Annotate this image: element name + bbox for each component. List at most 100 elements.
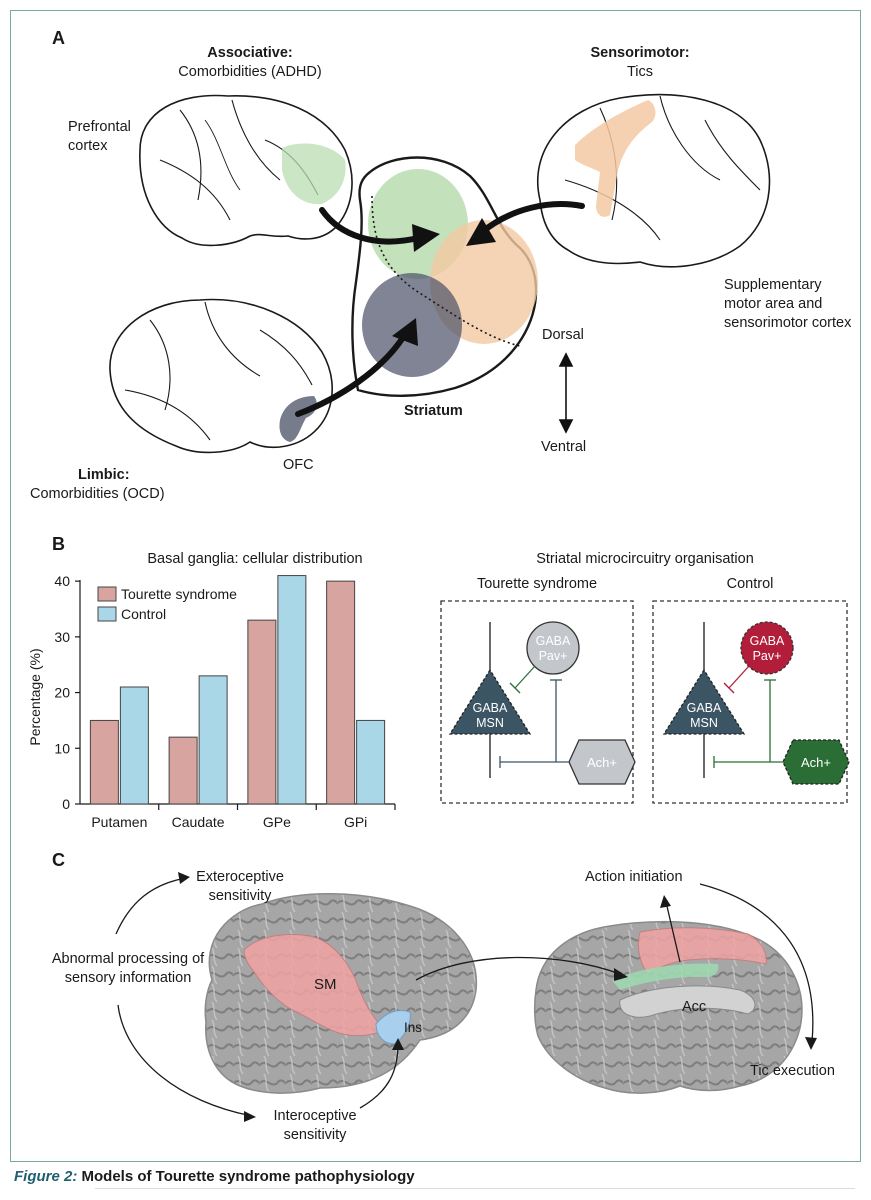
prefrontal-label-line2: cortex	[68, 138, 108, 154]
panel-b-label: B	[52, 534, 65, 554]
ts-msn-text-2: MSN	[476, 716, 504, 730]
ctrl-ach-text: Ach+	[801, 755, 831, 770]
ts-msn-triangle	[448, 668, 532, 735]
sensorimotor-region	[575, 100, 656, 217]
cut-off-text-line	[95, 1188, 855, 1197]
ts-msn-text-1: GABA	[473, 701, 508, 715]
bar-tourette-gpi	[326, 580, 356, 805]
legend-swatch-control	[97, 606, 117, 622]
ctrl-ach-hexagon	[782, 739, 850, 785]
interoceptive-line2: sensitivity	[283, 1127, 347, 1143]
supplementary-label-line2: motor area and	[724, 296, 823, 312]
abnormal-line2: sensory information	[64, 970, 192, 986]
microcircuit-control: GABA MSN GABA Pav+ Ach+	[652, 600, 850, 804]
associative-region	[282, 143, 346, 205]
panel-c-label: C	[52, 850, 65, 870]
sensory-loop-arrows	[115, 877, 814, 1117]
figure-caption: Figure 2: Models of Tourette syndrome pa…	[14, 1168, 415, 1185]
control-label: Control	[726, 576, 774, 592]
action-initiation-label: Action initiation	[585, 869, 683, 885]
panel-c-artwork	[115, 872, 817, 1122]
bar-tourette-caudate	[168, 736, 198, 805]
ts-pav-to-msn	[514, 665, 536, 689]
tourette-label: Tourette syndrome	[476, 576, 598, 592]
ctrl-msn-text-2: MSN	[690, 716, 718, 730]
corpus-callosum	[619, 985, 756, 1018]
ts-pav-circle	[526, 621, 580, 675]
panel-a-artwork	[109, 93, 771, 454]
bar-control-gpe	[277, 575, 307, 805]
y-axis-label: Percentage (%)	[27, 648, 43, 745]
sensorimotor-brain	[537, 93, 771, 268]
ctrl-pav-to-msn	[728, 665, 750, 689]
y-tick-label: 0	[62, 796, 70, 812]
abnormal-line1: Abnormal processing of	[51, 951, 205, 967]
projection-arrows	[295, 201, 585, 417]
ventral-label: Ventral	[541, 439, 587, 455]
bar-control-caudate	[198, 675, 228, 805]
microcircuit-tourette: GABA MSN GABA Pav+ Ach+	[440, 600, 636, 804]
y-tick-label: 40	[54, 573, 70, 589]
legend-swatch-tourette	[97, 586, 117, 602]
x-tick-label: Putamen	[91, 814, 147, 830]
supplementary-label-line3: sensorimotor cortex	[724, 315, 852, 331]
ctrl-pav-circle	[740, 621, 794, 675]
acc-label: Acc	[682, 999, 707, 1015]
associative-title: Associative:	[207, 45, 293, 61]
x-tick-label: GPi	[344, 814, 367, 830]
caption-label: Figure 2:	[14, 1168, 78, 1185]
ts-pav-text-1: GABA	[536, 634, 571, 648]
limbic-title: Limbic:	[78, 467, 130, 483]
ctrl-pav-text-2: Pav+	[753, 649, 782, 663]
ctrl-msn-text-1: GABA	[687, 701, 722, 715]
ctrl-pav-text-1: GABA	[750, 634, 785, 648]
associative-brain	[139, 94, 353, 247]
dorsal-ventral-boundary	[371, 195, 521, 347]
limbic-brain	[109, 298, 333, 454]
ctrl-dashed-box	[652, 600, 848, 804]
y-tick-label: 30	[54, 629, 70, 645]
y-tick-label: 20	[54, 685, 70, 701]
exteroceptive-line1: Exteroceptive	[196, 869, 284, 885]
ofc-label: OFC	[283, 457, 314, 473]
dorsal-ventral-arrow	[558, 352, 574, 434]
microcircuitry-title: Striatal microcircuitry organisation	[536, 551, 754, 567]
ins-label: Ins	[404, 1020, 423, 1035]
ts-pav-to-msn-bar	[509, 682, 521, 694]
sensorimotor-title: Sensorimotor:	[590, 45, 690, 61]
tic-execution-label: Tic execution	[750, 1063, 835, 1079]
ts-dashed-box	[440, 600, 634, 804]
sensory-loop-arrowheads	[178, 872, 817, 1122]
ts-ach-text: Ach+	[587, 755, 617, 770]
x-tick-label: GPe	[263, 814, 291, 830]
prefrontal-label-line1: Prefrontal	[68, 119, 131, 135]
caption-text: Models of Tourette syndrome pathophysiol…	[77, 1168, 415, 1185]
panel-a-label: A	[52, 28, 65, 48]
legend-label-control: Control	[121, 606, 166, 622]
supplementary-label-line1: Supplementary	[724, 277, 822, 293]
interoceptive-line1: Interoceptive	[273, 1108, 357, 1124]
y-tick-label: 10	[54, 740, 70, 756]
figure-frame	[10, 10, 861, 1162]
sm-region	[243, 934, 386, 1037]
ins-region	[375, 1010, 411, 1045]
dorsal-label: Dorsal	[542, 327, 584, 343]
sm-label: SM	[314, 976, 337, 993]
associative-text: Comorbidities (ADHD)	[178, 64, 322, 80]
ctrl-msn-triangle	[662, 668, 746, 735]
cut-off-strip	[0, 1186, 871, 1200]
legend-label-tourette: Tourette syndrome	[121, 586, 237, 602]
limbic-text: Comorbidities (OCD)	[30, 486, 165, 502]
acc-region	[612, 963, 719, 990]
ctrl-pav-to-msn-bar	[723, 682, 735, 694]
arrowheads	[392, 218, 496, 346]
chart-title: Basal ganglia: cellular distribution	[147, 551, 363, 567]
bar-control-putamen	[119, 686, 149, 805]
sensorimotor-text: Tics	[626, 64, 654, 80]
exteroceptive-line2: sensitivity	[208, 888, 272, 904]
striatum-label: Striatum	[404, 403, 463, 419]
x-tick-label: Caudate	[172, 814, 225, 830]
bar-tourette-putamen	[89, 719, 119, 805]
bar-tourette-gpe	[247, 619, 277, 805]
